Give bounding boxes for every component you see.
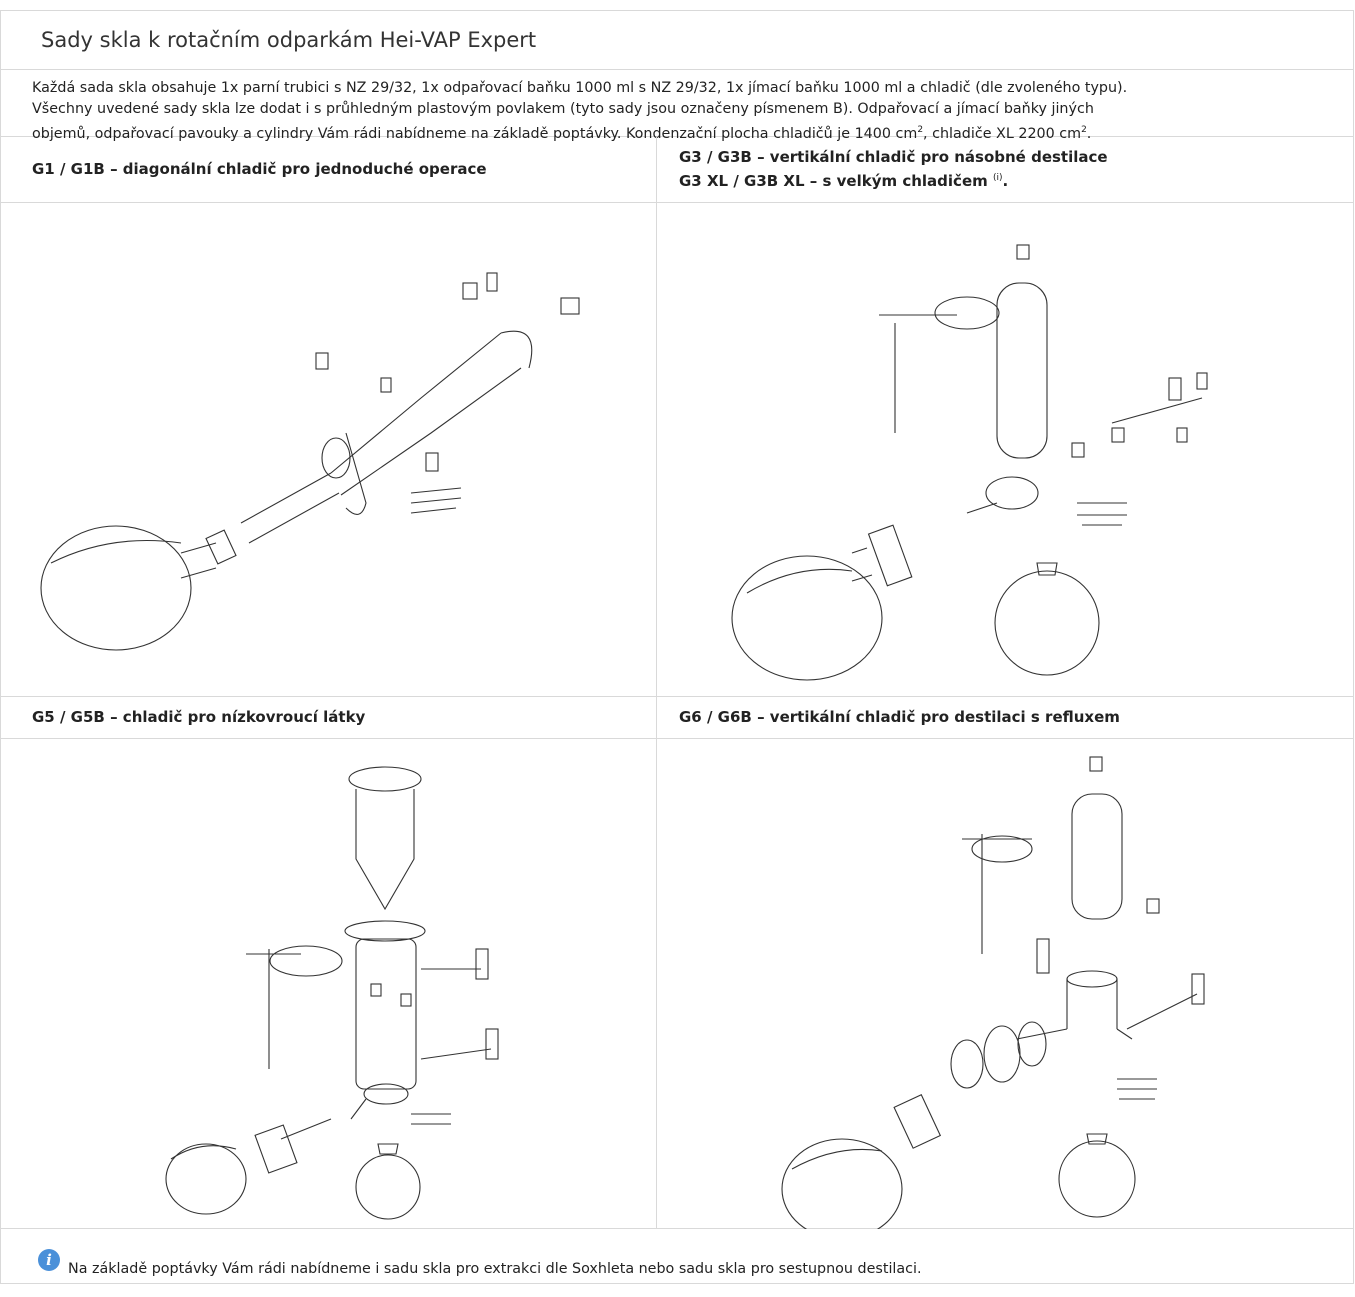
g3-image bbox=[657, 203, 1354, 697]
g3-heading-line2: G3 XL / G3B XL – s velkým chladičem (i). bbox=[679, 168, 1108, 192]
g3-heading-end: . bbox=[1002, 172, 1009, 190]
sup-1: 2 bbox=[917, 125, 924, 135]
g6-heading: G6 / G6B – vertikální chladič pro destil… bbox=[657, 697, 1354, 739]
intro-line-3c: . bbox=[1086, 125, 1092, 142]
g3-footnote-mark: (i) bbox=[992, 173, 1003, 183]
footer-note: i Na základě poptávky Vám rádi nabídneme… bbox=[1, 1229, 1353, 1283]
g5-heading: G5 / G5B – chladič pro nízkovroucí látky bbox=[1, 697, 657, 739]
intro-line-3b: , chladiče XL 2200 cm bbox=[923, 125, 1082, 142]
intro-line-3: objemů, odpařovací pavouky a cylindry Vá… bbox=[32, 120, 1353, 145]
product-table: Sady skla k rotačním odparkám Hei-VAP Ex… bbox=[0, 10, 1354, 1284]
footer-note-text: Na základě poptávky Vám rádi nabídneme i… bbox=[68, 1261, 922, 1277]
g5-glassware-drawing bbox=[165, 766, 499, 1220]
sets-grid: G1 / G1B – diagonální chladič pro jednod… bbox=[1, 137, 1354, 1229]
g5-image bbox=[1, 739, 657, 1229]
intro-line-2: Všechny uvedené sady skla lze dodat i s … bbox=[32, 101, 1094, 117]
g1-glassware-drawing bbox=[40, 272, 580, 651]
title-row: Sady skla k rotačním odparkám Hei-VAP Ex… bbox=[1, 11, 1353, 70]
g3-heading-line2-text: G3 XL / G3B XL – s velkým chladičem bbox=[679, 172, 988, 190]
g6-glassware-drawing bbox=[781, 756, 1205, 1229]
g6-image bbox=[657, 739, 1354, 1229]
page-title: Sady skla k rotačním odparkám Hei-VAP Ex… bbox=[41, 28, 537, 52]
intro-line-1: Každá sada skla obsahuje 1x parní trubic… bbox=[32, 80, 1128, 96]
g1-image bbox=[1, 203, 657, 697]
intro-line-3a: objemů, odpařovací pavouky a cylindry Vá… bbox=[32, 125, 918, 142]
info-icon: i bbox=[38, 1249, 60, 1271]
sup-2: 2 bbox=[1081, 125, 1087, 135]
intro-text: Každá sada skla obsahuje 1x parní trubic… bbox=[1, 70, 1353, 142]
g3-heading: G3 / G3B – vertikální chladič pro násobn… bbox=[657, 137, 1354, 203]
g1-heading: G1 / G1B – diagonální chladič pro jednod… bbox=[1, 137, 657, 203]
g3-glassware-drawing bbox=[731, 244, 1208, 681]
g3-heading-line1: G3 / G3B – vertikální chladič pro násobn… bbox=[679, 148, 1108, 166]
